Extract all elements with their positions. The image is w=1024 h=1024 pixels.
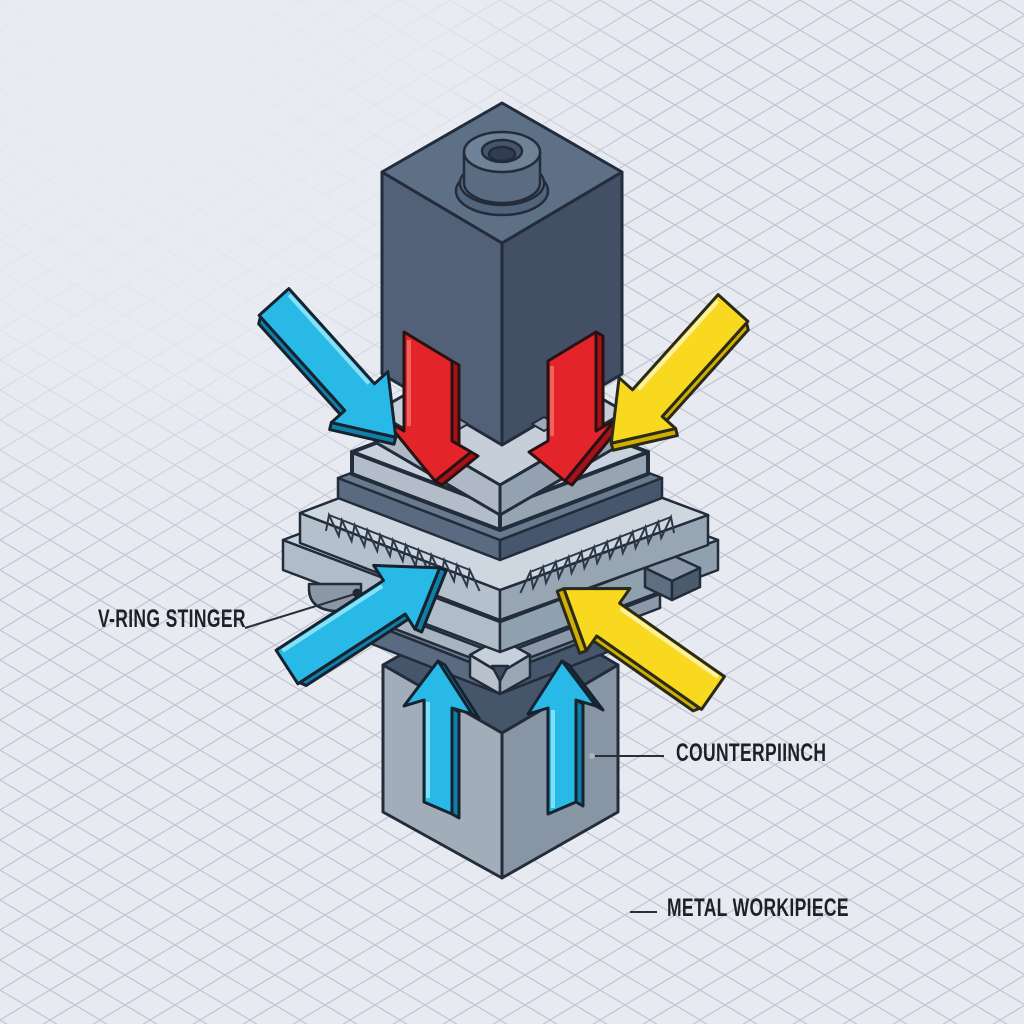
label-metal-workpiece: METAL WORKIPIECE [667,894,849,922]
counterforce-arrow-up-left [402,659,481,820]
punch-force-arrow-right [527,330,624,487]
counterforce-arrow-up-right [526,659,605,816]
leader-dot-counterpunch [589,753,595,759]
v-notch [490,664,510,683]
label-v-ring-stinger: V-RING STINGER [98,605,246,633]
v-ring-teeth [325,511,675,594]
label-counterpunch: COUNTERPIINCH [676,739,827,767]
punch-boss-cylinder [454,130,550,217]
leader-v-ring [244,593,356,629]
punch-force-arrow-left [383,330,480,487]
leader-dot-v-ring [352,588,362,598]
die-handle-block [643,553,702,602]
leader-lines [244,588,664,913]
